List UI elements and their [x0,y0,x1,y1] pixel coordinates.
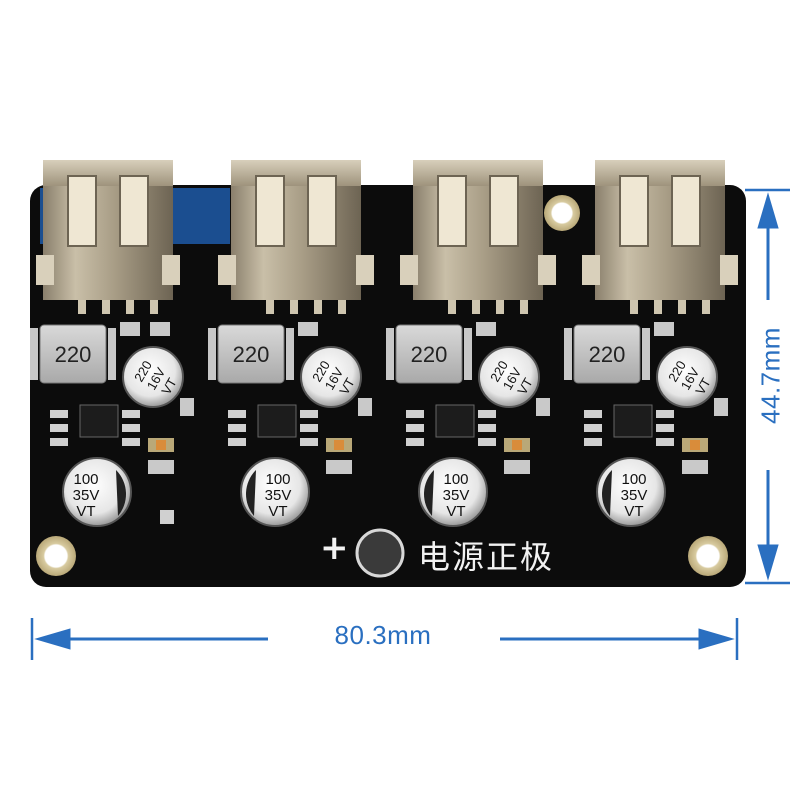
small-cap-series: VT [692,375,713,397]
small-cap-series: VT [514,375,535,397]
converter-channel-4: 220 220 16V VT 100 35V VT [564,322,728,527]
small-capacitor [478,346,540,408]
small-capacitor [656,346,718,408]
inductor [395,324,463,384]
arrow-up-icon [757,192,779,229]
small-capacitor [300,346,362,408]
width-dimension-label: 80.3mm [334,620,432,650]
ic-chip [435,404,475,438]
height-dimension-label: 44.7mm [755,327,786,424]
large-capacitor [596,457,666,527]
large-cap-value: 100 [443,471,468,488]
large-cap-voltage: 35V [621,487,648,504]
ic-chip [613,404,653,438]
small-cap-series: VT [158,375,179,397]
large-cap-voltage: 35V [265,487,292,504]
arrow-right-icon [698,628,735,650]
inductor [217,324,285,384]
power-plus-symbol: + [320,528,349,568]
inductor-marking: 220 [55,342,92,367]
usb-port-3 [400,160,556,314]
ic-chip [79,404,119,438]
small-cap-series: VT [336,375,357,397]
mounting-hole-top [544,195,580,231]
usb-port-1 [36,160,180,314]
width-dimension-line [30,618,739,660]
inductor-marking: 220 [233,342,270,367]
converter-channel-3: 220 220 16V VT 100 35V VT [386,322,550,527]
large-cap-voltage: 35V [73,487,100,504]
large-cap-series: VT [446,503,465,520]
large-cap-series: VT [268,503,287,520]
large-capacitor [240,457,310,527]
arrow-left-icon [34,628,71,650]
arrow-down-icon [757,544,779,581]
large-capacitor [418,457,488,527]
inductor-marking: 220 [411,342,448,367]
usb-port-4 [582,160,738,314]
inductor [39,324,107,384]
pcb-board [30,185,746,587]
large-cap-series: VT [624,503,643,520]
large-cap-value: 100 [265,471,290,488]
power-positive-label: 电源正极 [418,538,555,576]
converter-channel-2: 220 220 16V VT 100 35V VT [208,322,372,527]
mounting-hole-left [36,536,76,576]
inductor-marking: 220 [589,342,626,367]
height-dimension-line [745,188,790,585]
small-capacitor [122,346,184,408]
large-cap-series: VT [76,503,95,520]
converter-channel-1: 220 220 16V VT 100 35V VT [30,322,194,527]
large-cap-voltage: 35V [443,487,470,504]
large-capacitor [62,457,132,527]
ic-chip [257,404,297,438]
mounting-hole-right [688,536,728,576]
inductor [573,324,641,384]
power-pad [355,528,405,578]
large-cap-value: 100 [621,471,646,488]
large-cap-value: 100 [73,471,98,488]
usb-port-2 [218,160,374,314]
